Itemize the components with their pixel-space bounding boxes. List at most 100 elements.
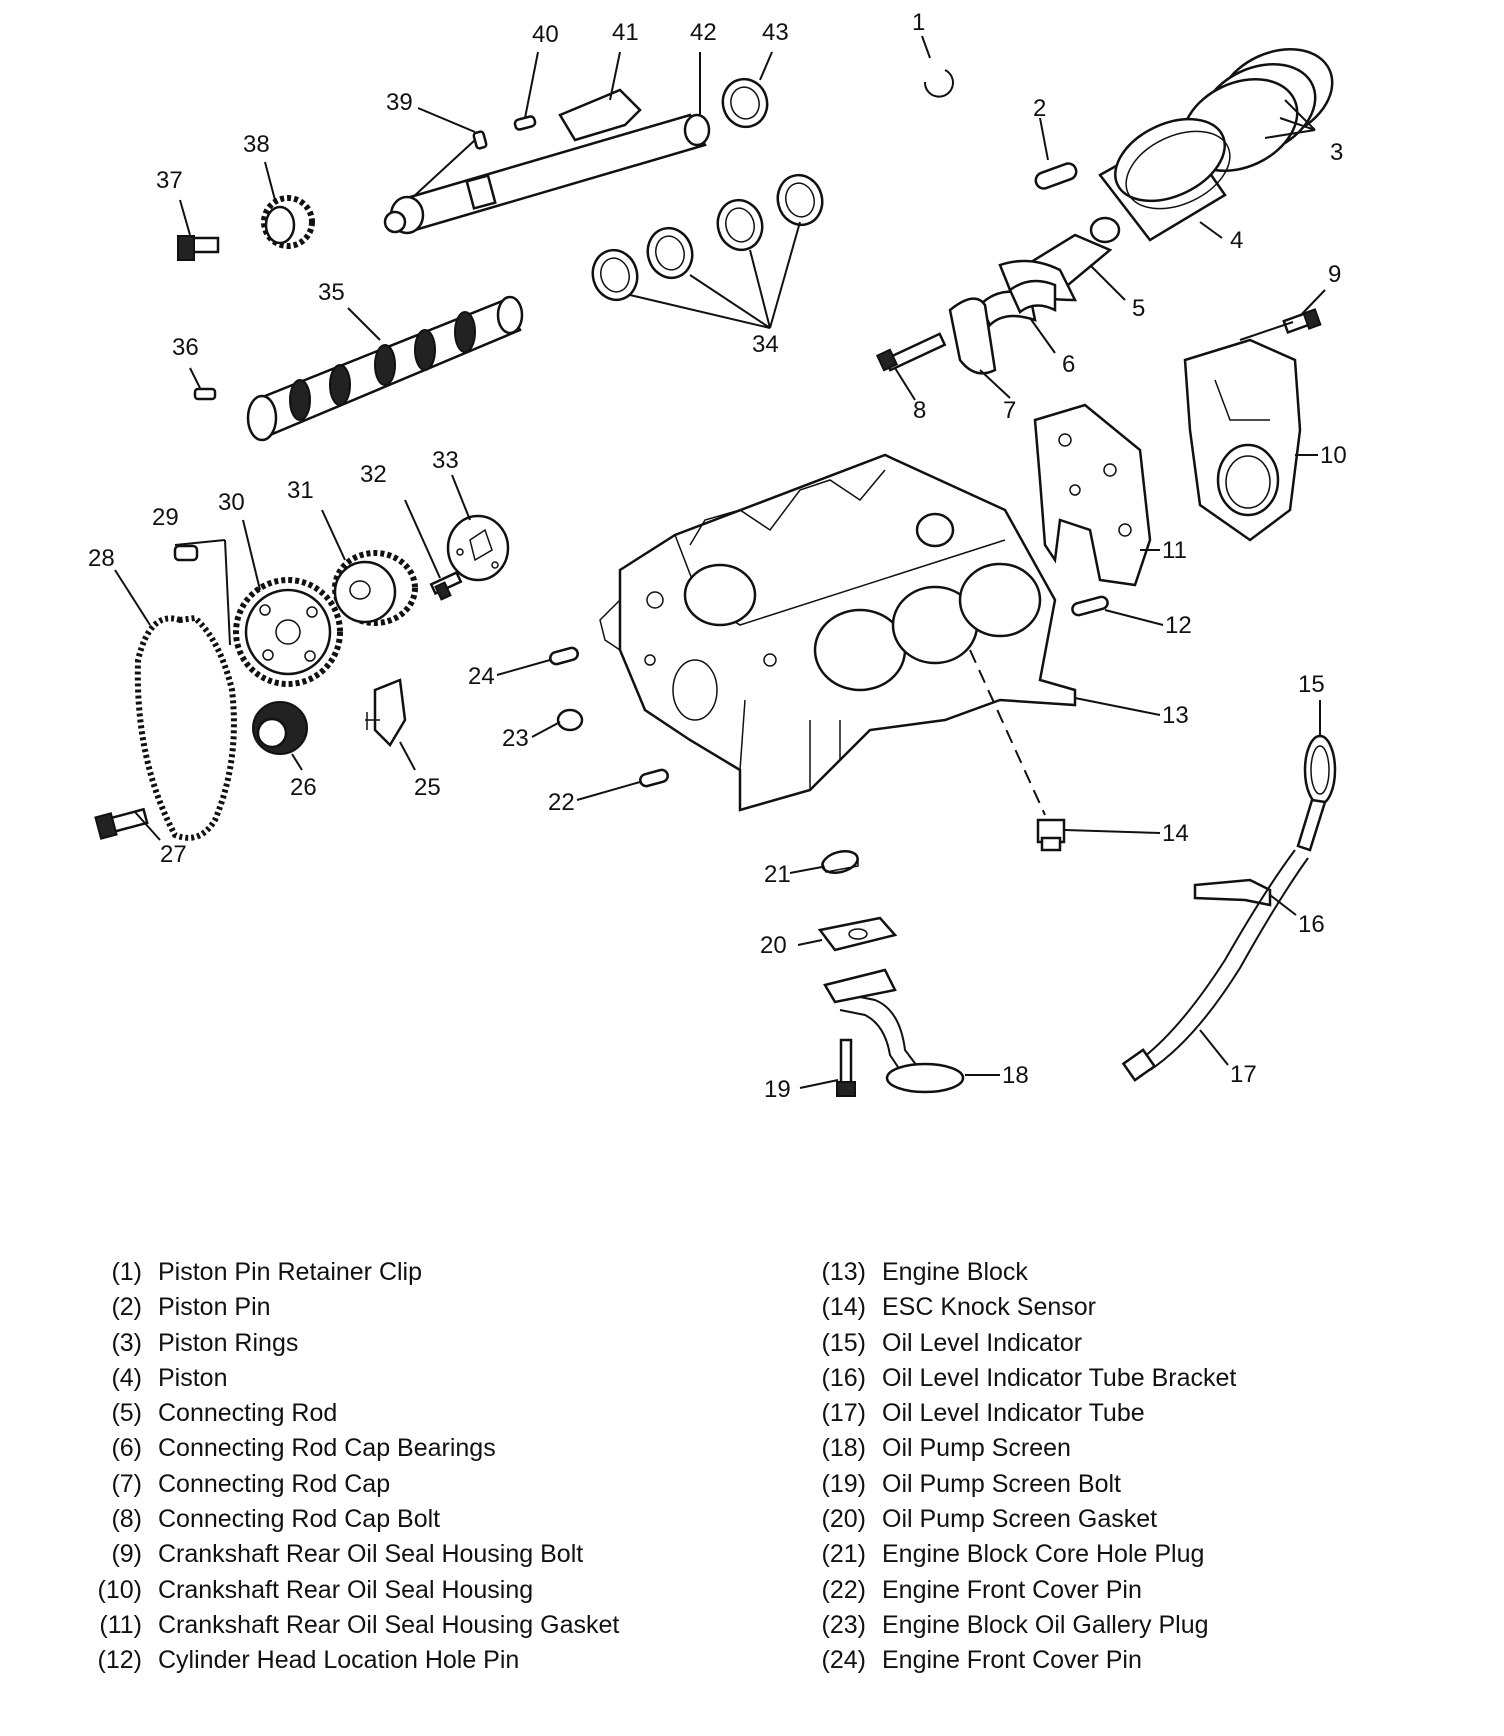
- legend-label: Piston Pin: [158, 1293, 271, 1322]
- part-29-pin: [173, 544, 199, 562]
- part-31-gear: [332, 550, 418, 626]
- legend-number: (13): [821, 1258, 866, 1286]
- part-10-rear-oil-seal-housing: [1183, 338, 1302, 542]
- part-16-tube-bracket: [1193, 878, 1272, 907]
- part-35-camshaft: [246, 295, 524, 442]
- legend-item: (19)Oil Pump Screen Bolt: [796, 1467, 1236, 1502]
- part-18-oil-pump-screen: [839, 994, 965, 1094]
- legend-number: (21): [821, 1540, 866, 1569]
- legend-label: Oil Pump Screen Bolt: [882, 1469, 1121, 1498]
- callout-30: 30: [218, 489, 245, 516]
- legend-item: (24)Engine Front Cover Pin: [796, 1643, 1236, 1678]
- part-13-engine-block: [599, 453, 1077, 812]
- callout-32: 32: [360, 461, 387, 488]
- legend-number: (7): [111, 1469, 142, 1498]
- part-25-chain-tensioner: [365, 678, 407, 748]
- callout-6: 6: [1062, 351, 1075, 378]
- part-34-cam-bearings: [591, 173, 824, 302]
- legend-label: Piston Rings: [158, 1328, 299, 1357]
- legend-item: (5)Connecting Rod: [72, 1396, 619, 1431]
- legend-label: ESC Knock Sensor: [882, 1293, 1096, 1322]
- callout-43: 43: [762, 19, 789, 46]
- legend-item: (17)Oil Level Indicator Tube: [796, 1396, 1236, 1431]
- legend-item: (10) Crankshaft Rear Oil Seal Housing: [72, 1573, 619, 1608]
- part-20-screen-gasket: [817, 916, 898, 1004]
- exploded-engine-diagram: 1 2 3 4 5 6 7 8 9 10 11 12 13 14 15 16 1…: [88, 9, 1347, 1103]
- callout-8: 8: [913, 397, 926, 424]
- legend-label: Piston: [158, 1363, 228, 1392]
- part-24-front-cover-pin: [549, 646, 579, 666]
- callout-labels: 1 2 3 4 5 6 7 8 9 10 11 12 13 14 15 16 1…: [88, 9, 1347, 1103]
- legend-number: (11): [99, 1610, 142, 1639]
- part-43-bearing: [721, 77, 769, 129]
- legend-item: (22) Engine Front Cover Pin: [796, 1573, 1236, 1608]
- legend-label: Oil Pump Screen Gasket: [882, 1505, 1158, 1534]
- callout-14: 14: [1162, 820, 1189, 847]
- legend-item: (6)Connecting Rod Cap Bearings: [72, 1431, 619, 1466]
- callout-41: 41: [612, 19, 639, 46]
- legend-number: (9): [111, 1540, 142, 1569]
- part-6-cap-bearings: [978, 279, 1057, 328]
- callout-33: 33: [432, 447, 459, 474]
- legend-number: (24): [821, 1646, 866, 1675]
- callout-42: 42: [690, 19, 717, 46]
- legend-label: Connecting Rod Cap: [158, 1469, 391, 1498]
- legend-number: (6): [111, 1434, 142, 1463]
- legend-number: (8): [111, 1505, 142, 1534]
- callout-12: 12: [1165, 612, 1192, 639]
- callout-1: 1: [912, 9, 925, 36]
- legend-number: (14): [821, 1293, 866, 1322]
- part-17-indicator-tube: [1121, 849, 1309, 1082]
- part-30-cam-sprocket: [233, 577, 343, 687]
- callout-25: 25: [414, 774, 441, 801]
- legend-number: (23): [821, 1610, 866, 1639]
- callout-11: 11: [1162, 537, 1187, 564]
- callout-9: 9: [1328, 261, 1341, 288]
- part-26-crank-sprocket: [252, 701, 308, 755]
- part-12-location-pin: [1071, 595, 1109, 617]
- legend-number: (5): [111, 1399, 142, 1428]
- legend-right-column: (13)Engine Block (14) ESC Knock Sensor (1…: [796, 1255, 1237, 1679]
- legend-number: (2): [111, 1293, 142, 1322]
- legend-label: Oil Level Indicator Tube Bracket: [882, 1363, 1237, 1392]
- callout-26: 26: [290, 774, 317, 801]
- legend-label: Crankshaft Rear Oil Seal Housing: [158, 1575, 534, 1604]
- callout-20: 20: [760, 932, 787, 959]
- legend-number: (10): [97, 1575, 142, 1604]
- callout-24: 24: [468, 663, 495, 690]
- part-2-piston-pin: [1034, 162, 1078, 190]
- legend-left-column: (1)Piston Pin Retainer Clip (2) Piston Pi…: [72, 1255, 620, 1679]
- legend-number: (22): [821, 1575, 866, 1604]
- callout-27: 27: [160, 841, 187, 868]
- legend-item: (4)Piston: [72, 1361, 619, 1396]
- legend-label: Engine Front Cover Pin: [882, 1575, 1142, 1604]
- callout-37: 37: [156, 167, 183, 194]
- callout-10: 10: [1320, 442, 1347, 469]
- part-33-reluctor: [446, 514, 510, 582]
- part-14-knock-sensor: [1036, 818, 1066, 852]
- part-37-bolt: [177, 235, 220, 261]
- callout-2: 2: [1033, 95, 1046, 122]
- callout-36: 36: [172, 334, 199, 361]
- part-28-timing-chain: [134, 614, 237, 841]
- legend-item: (20)Oil Pump Screen Gasket: [796, 1502, 1236, 1537]
- legend-item: (13)Engine Block: [796, 1255, 1236, 1290]
- legend-number: (12): [97, 1646, 142, 1675]
- part-3-piston-rings: [1181, 48, 1334, 172]
- legend-number: (15): [821, 1328, 866, 1357]
- part-9-housing-bolt: [1282, 308, 1322, 335]
- callout-38: 38: [243, 131, 270, 158]
- legend-label: Engine Block Oil Gallery Plug: [882, 1610, 1209, 1639]
- legend-number: (18): [821, 1434, 866, 1463]
- legend-item: (3)Piston Rings: [72, 1326, 619, 1361]
- legend-label: Cylinder Head Location Hole Pin: [158, 1646, 520, 1675]
- callout-19: 19: [764, 1076, 791, 1103]
- legend-item: (1)Piston Pin Retainer Clip: [72, 1255, 619, 1290]
- part-38-balance-shaft-gear: [261, 195, 315, 249]
- part-19-screen-bolt: [836, 1038, 856, 1097]
- legend-item: (15)Oil Level Indicator: [796, 1326, 1236, 1361]
- legend-label: Engine Block Core Hole Plug: [882, 1540, 1205, 1569]
- legend-item: (21) Engine Block Core Hole Plug: [796, 1537, 1236, 1572]
- legend-number: (16): [821, 1363, 866, 1392]
- legend-label: Oil Level Indicator Tube: [882, 1399, 1145, 1428]
